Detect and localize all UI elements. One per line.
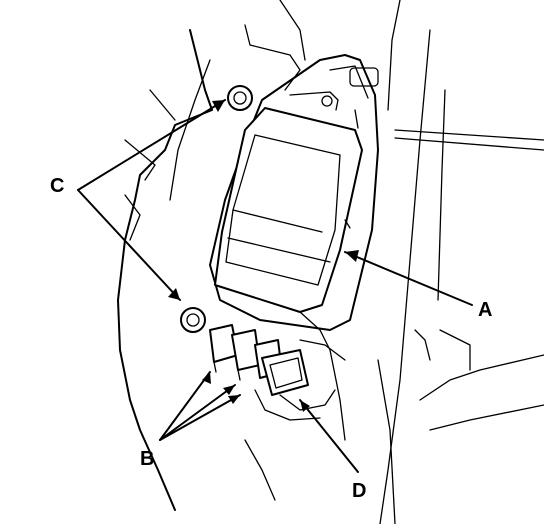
callout-d: D: [352, 480, 367, 502]
leader-b-2: [159, 384, 236, 441]
control-unit: [214, 107, 363, 313]
leader-b-1: [159, 371, 211, 441]
arrow-c-lower-icon: [168, 288, 180, 300]
arrow-b-3-icon: [228, 395, 240, 404]
arrow-a-icon: [345, 250, 359, 262]
callout-c: C: [50, 175, 65, 197]
arrow-c-upper-icon: [212, 100, 225, 112]
callout-b: B: [140, 448, 155, 470]
arrow-b-2-icon: [223, 385, 235, 395]
arrow-heads: [168, 100, 359, 412]
body-panel: [117, 0, 544, 525]
nut-upper: [227, 85, 253, 111]
leader-b-3: [159, 394, 241, 441]
leader-c-upper: [77, 99, 226, 191]
wire-harness: [299, 311, 431, 441]
connector-d: [254, 349, 336, 421]
leader-d: [299, 399, 359, 473]
leader-c-lower: [77, 189, 181, 301]
leader-lines: [77, 99, 473, 473]
leader-a: [344, 251, 473, 306]
nut-lower: [180, 307, 206, 333]
callout-a: A: [478, 299, 493, 321]
arrow-b-1-icon: [202, 372, 211, 384]
arrow-d-icon: [300, 400, 310, 412]
connector-group: [209, 324, 283, 381]
